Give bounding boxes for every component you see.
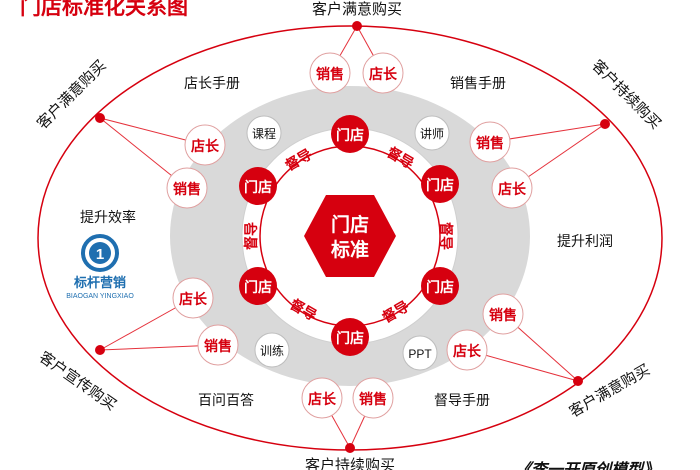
badge-sales[interactable]: 销售 — [166, 167, 208, 209]
badge-label: 销售 — [173, 181, 201, 198]
badges-black: 课程 讲师 训练 PPT — [246, 115, 450, 371]
logo-digit: 1 — [96, 246, 104, 263]
zone-label-store-manual: 店长手册 — [184, 76, 240, 92]
badge-label: 销售 — [316, 66, 344, 83]
badge-sales[interactable]: 销售 — [469, 121, 511, 163]
center-hexagon — [304, 195, 396, 277]
outer-label-bottom: 客户持续购买 — [305, 456, 395, 470]
outer-label-bottom-right: 客户满意购买 — [566, 360, 653, 421]
outer-node-dot — [573, 376, 583, 386]
outer-node-dot — [95, 113, 105, 123]
outer-node-dot — [95, 345, 105, 355]
badge-label: 课程 — [252, 126, 276, 141]
badge-manager[interactable]: 店长 — [301, 377, 343, 419]
badge-label: 讲师 — [420, 126, 444, 141]
center-label-line1: 门店 — [331, 213, 369, 236]
store-node[interactable]: 门店 — [331, 318, 369, 356]
outer-label-bottom-left: 客户宣传购买 — [36, 348, 120, 414]
outer-node-dot — [600, 119, 610, 129]
logo-ring-icon — [81, 234, 119, 272]
badge-drill[interactable]: 训练 — [254, 332, 290, 368]
badges-red: 销售 店长 店长 销售 销售 店长 店长 销售 销售 店长 店长 销售 — [166, 52, 533, 419]
store-nodes: 门店 门店 门店 门店 门店 门店 — [239, 115, 459, 356]
badge-sales[interactable]: 销售 — [309, 52, 351, 94]
badge-label: 店长 — [453, 343, 482, 360]
zone-label-supervisor-manual: 督导手册 — [434, 393, 490, 409]
diagram-title: 门店标准化关系图 — [20, 0, 188, 19]
logo-core-icon — [89, 242, 111, 264]
logo-pinyin: BIAOGAN YINGXIAO — [66, 293, 134, 300]
footer-credit: 《李一开原创模型》 — [515, 460, 659, 470]
badge-label: 店长 — [191, 138, 220, 155]
badge-sales[interactable]: 销售 — [482, 293, 524, 335]
badge-manager[interactable]: 店长 — [184, 124, 226, 166]
outer-node-dot — [352, 21, 362, 31]
badge-label: 销售 — [359, 391, 387, 408]
badge-label: 销售 — [476, 135, 504, 152]
outer-label-top-right: 客户持续购买 — [588, 56, 664, 132]
badge-course[interactable]: 课程 — [246, 115, 282, 151]
badge-label: 店长 — [179, 291, 208, 308]
store-node[interactable]: 门店 — [421, 267, 459, 305]
zone-label-efficiency: 提升效率 — [80, 209, 136, 226]
outer-node-dot — [345, 443, 355, 453]
badge-label: 店长 — [308, 391, 337, 408]
badge-label: 训练 — [260, 343, 284, 358]
badge-sales[interactable]: 销售 — [197, 324, 239, 366]
badge-manager[interactable]: 店长 — [362, 52, 404, 94]
outer-dots — [95, 21, 610, 453]
supervise-label: 督导 — [243, 222, 260, 250]
store-node-label: 门店 — [244, 179, 272, 196]
store-node[interactable]: 门店 — [239, 167, 277, 205]
badge-manager[interactable]: 店长 — [491, 167, 533, 209]
badge-lecturer[interactable]: 讲师 — [414, 115, 450, 151]
store-node[interactable]: 门店 — [421, 165, 459, 203]
outer-label-top: 客户满意购买 — [312, 0, 402, 18]
badge-label: 销售 — [489, 307, 517, 324]
store-node[interactable]: 门店 — [239, 267, 277, 305]
zone-label-qa: 百问百答 — [198, 392, 254, 409]
badge-label: 销售 — [204, 338, 232, 355]
store-node-label: 门店 — [426, 177, 454, 194]
supervise-label: 督导 — [437, 222, 454, 250]
center-label-line2: 标准 — [331, 239, 369, 261]
logo-name: 标杆营销 — [73, 275, 126, 291]
zone-label-profit: 提升利润 — [557, 234, 613, 250]
store-node-label: 门店 — [336, 330, 364, 347]
store-node-label: 门店 — [244, 279, 272, 296]
brand-logo: 1 标杆营销 BIAOGAN YINGXIAO — [66, 234, 134, 300]
badge-label: 店长 — [498, 181, 527, 198]
store-node-label: 门店 — [336, 127, 364, 144]
zone-label-sales-manual: 销售手册 — [450, 76, 506, 92]
badge-label: 店长 — [369, 66, 398, 83]
store-node[interactable]: 门店 — [331, 115, 369, 153]
badge-manager[interactable]: 店长 — [172, 277, 214, 319]
badge-label: PPT — [408, 347, 432, 361]
badge-sales[interactable]: 销售 — [352, 377, 394, 419]
badge-ppt[interactable]: PPT — [402, 335, 438, 371]
store-node-label: 门店 — [426, 279, 454, 296]
badge-manager[interactable]: 店长 — [446, 329, 488, 371]
